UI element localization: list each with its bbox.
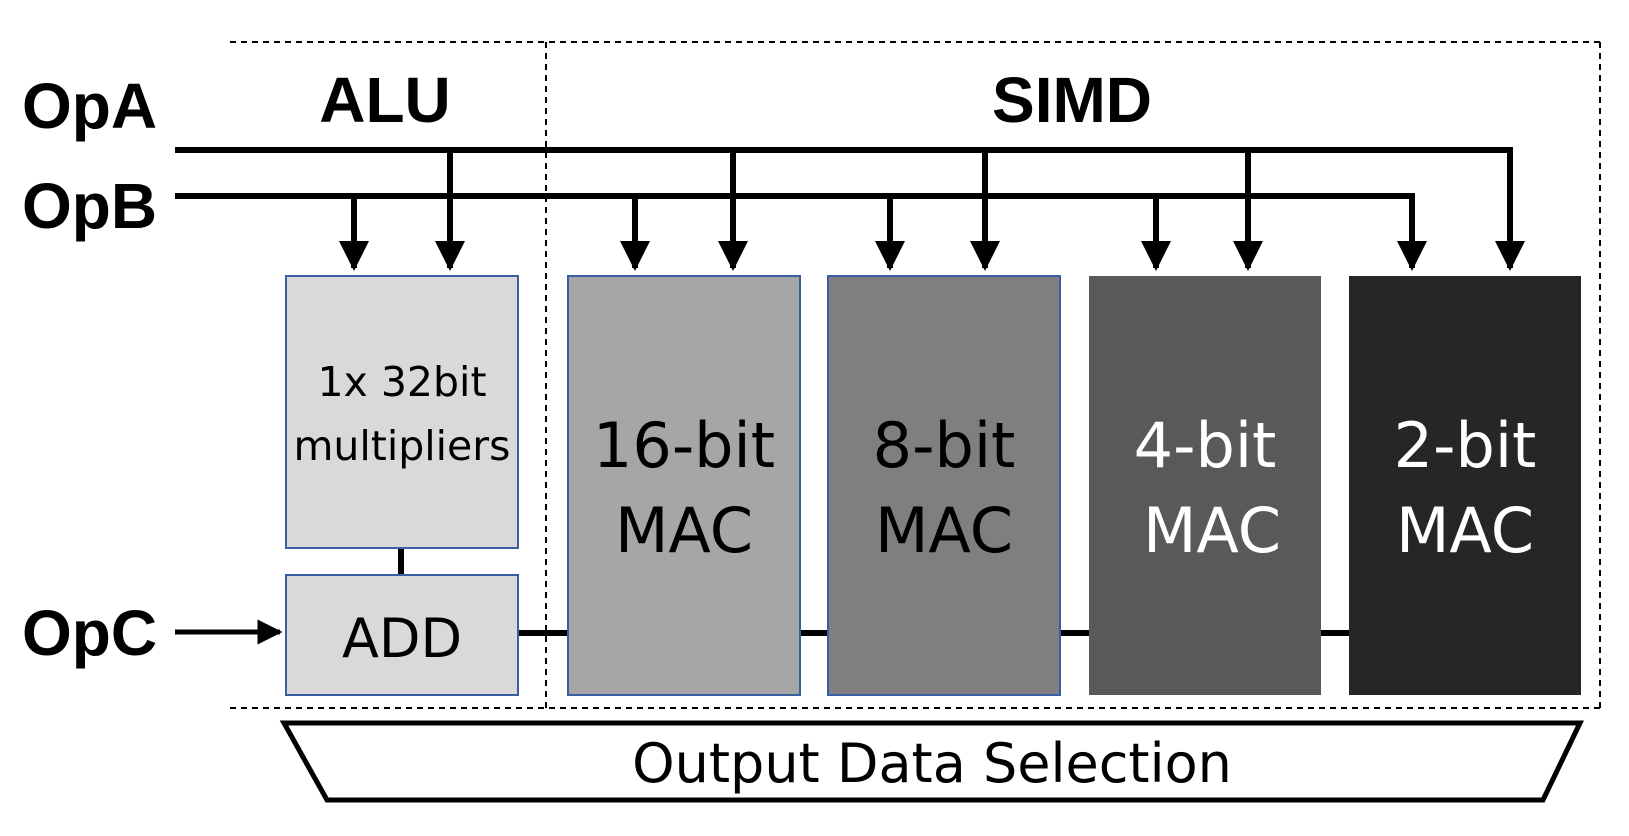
multiplier-block-box	[285, 275, 519, 549]
mac2-label-line1: 2-bit	[1394, 409, 1537, 482]
mac2-block: 2-bit MAC	[1349, 276, 1581, 695]
mac2-box	[1349, 276, 1581, 695]
simd-title: SIMD	[992, 64, 1152, 136]
add-block-box	[285, 574, 519, 696]
alu-title: ALU	[319, 64, 451, 136]
multiplier-label-line1: 1x 32bit	[317, 358, 486, 406]
mac4-label-line2: MAC	[1143, 494, 1281, 567]
mac16-box	[567, 275, 801, 696]
mac16-label-line2: MAC	[615, 494, 753, 567]
opb-label: OpB	[22, 170, 157, 242]
mac8-block: 8-bit MAC	[827, 275, 1061, 696]
add-block: ADD	[285, 574, 519, 696]
mac16-label-line1: 16-bit	[593, 409, 775, 482]
opb-bus-line	[175, 193, 1427, 271]
opc-label: OpC	[22, 597, 157, 669]
mac2-label-line2: MAC	[1396, 494, 1534, 567]
mac8-box	[827, 275, 1061, 696]
output-selector-label: Output Data Selection	[632, 732, 1232, 795]
mac4-box	[1089, 276, 1321, 695]
add-label: ADD	[342, 607, 462, 670]
output-selector: Output Data Selection	[279, 720, 1584, 803]
mac4-block: 4-bit MAC	[1089, 276, 1321, 695]
mac4-label-line1: 4-bit	[1134, 409, 1277, 482]
mac8-label-line2: MAC	[875, 494, 1013, 567]
opa-bus-line	[175, 147, 1525, 271]
opa-label: OpA	[22, 70, 157, 142]
multiplier-block: 1x 32bit multipliers	[285, 275, 519, 549]
mac8-label-line1: 8-bit	[873, 409, 1016, 482]
output-selector-shape	[279, 720, 1584, 803]
opb-bus	[175, 193, 1427, 271]
mac16-block: 16-bit MAC	[567, 275, 801, 696]
opa-bus	[175, 147, 1525, 271]
multiplier-label-line2: multipliers	[293, 422, 510, 470]
